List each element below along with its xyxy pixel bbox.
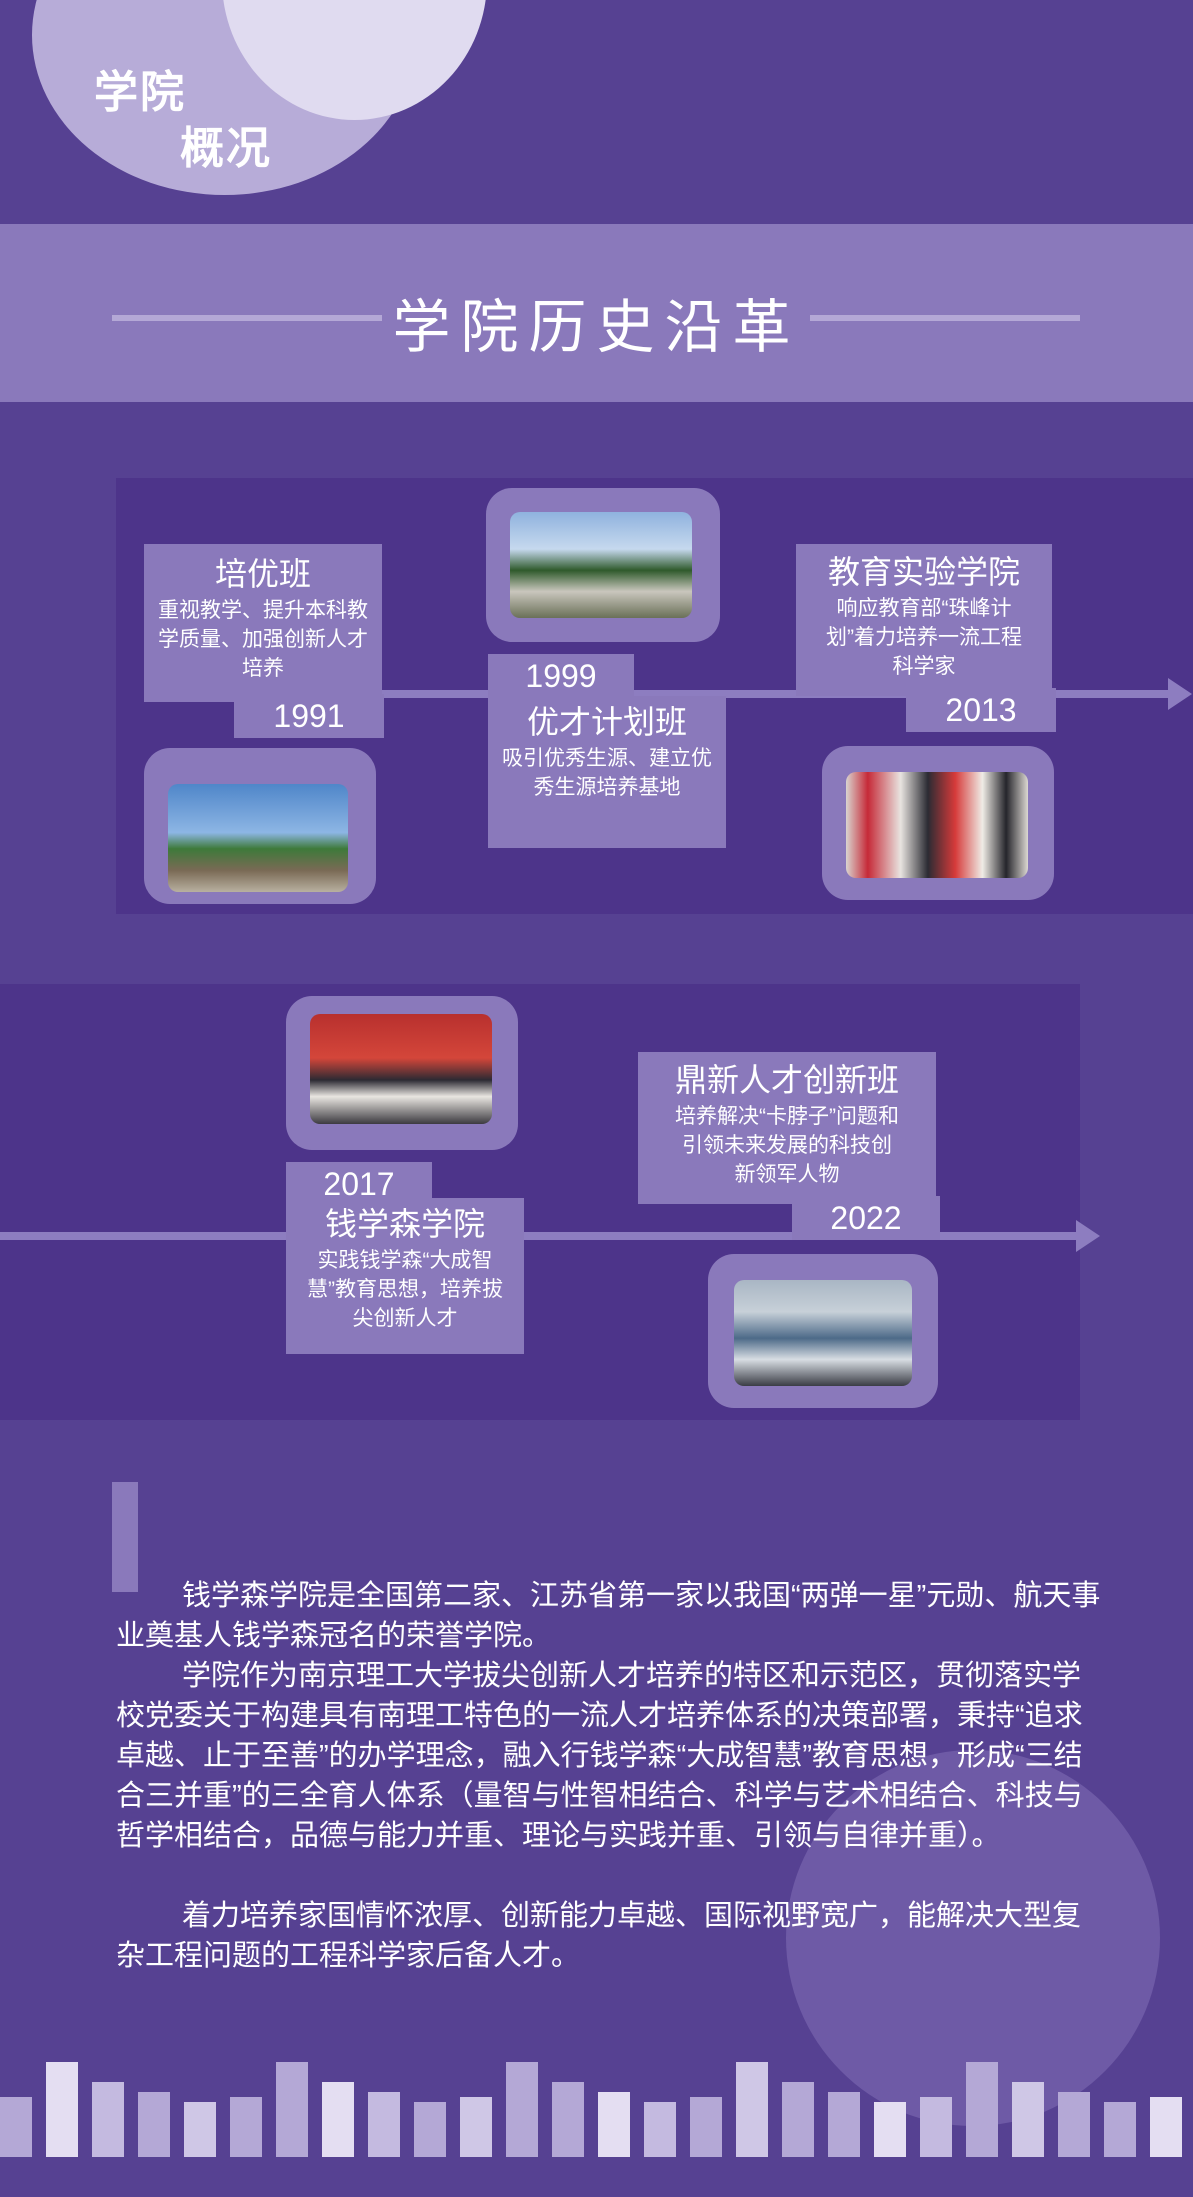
milestone-title: 培优班: [214, 556, 311, 592]
decor-bar: [920, 2097, 952, 2157]
timeline-arrow-head-2: [1076, 1220, 1100, 1252]
milestone-year-1999: 1999: [488, 654, 634, 698]
intro-accent-bar: [112, 1482, 138, 1592]
decor-bar: [828, 2092, 860, 2157]
decor-bar: [782, 2082, 814, 2157]
decor-bar: [92, 2082, 124, 2157]
milestone-title: 钱学森学院: [324, 1206, 485, 1242]
decor-bar: [874, 2102, 906, 2157]
section-band: [0, 224, 1193, 402]
decor-bar: [1058, 2092, 1090, 2157]
intro-paragraph-2: 学院作为南京理工大学拔尖创新人才培养的特区和示范区，贯彻落实学校党委关于构建具有…: [116, 1660, 1083, 1852]
milestone-2022-box: 鼎新人才创新班 培养解决“卡脖子”问题和引领未来发展的科技创新领军人物: [638, 1052, 936, 1204]
naming-ceremony-photo-icon: [310, 1014, 492, 1124]
timeline-arrow-line-2: [0, 1232, 1076, 1240]
milestone-year-1991: 1991: [234, 694, 384, 738]
milestone-1991-box: 培优班 重视教学、提升本科教学质量、加强创新人才培养: [144, 544, 382, 702]
timeline-arrow-line-1: [368, 690, 1168, 698]
decor-bar: [322, 2082, 354, 2157]
milestone-title: 教育实验学院: [827, 554, 1020, 590]
band-line-left: [112, 315, 382, 321]
intro-paragraph-3: 着力培养家国情怀浓厚、创新能力卓越、国际视野宽广，能解决大型复杂工程问题的工程科…: [116, 1900, 1082, 1972]
milestone-desc: 实践钱学森“大成智慧”教育思想，培养拔尖创新人才: [307, 1249, 503, 1330]
decor-bar: [644, 2102, 676, 2157]
milestone-2013-box: 教育实验学院 响应教育部“珠峰计划”着力培养一流工程科学家: [796, 544, 1052, 696]
decor-bar: [690, 2097, 722, 2157]
decor-bar: [414, 2102, 446, 2157]
decor-bar: [1150, 2097, 1182, 2157]
decor-bar: [276, 2062, 308, 2157]
milestone-desc: 响应教育部“珠峰计划”着力培养一流工程科学家: [826, 597, 1022, 678]
decor-bar: [736, 2062, 768, 2157]
group-photo-icon: [734, 1280, 912, 1386]
decor-bar: [1104, 2102, 1136, 2157]
header-title-line2: 概况: [180, 124, 272, 173]
campus-gate-photo-icon: [168, 784, 348, 892]
band-line-right: [810, 315, 1080, 321]
decor-bar: [184, 2102, 216, 2157]
milestone-desc: 重视教学、提升本科教学质量、加强创新人才培养: [158, 599, 368, 680]
decor-bar: [506, 2062, 538, 2157]
section-title: 学院历史沿革: [392, 295, 801, 360]
milestone-2017-box: 钱学森学院 实践钱学森“大成智慧”教育思想，培养拔尖创新人才: [286, 1198, 524, 1354]
campus-square-photo-icon: [510, 512, 692, 618]
milestone-year-2013: 2013: [906, 688, 1056, 732]
decor-bar: [46, 2062, 78, 2157]
decor-bar: [598, 2092, 630, 2157]
milestone-desc: 培养解决“卡脖子”问题和引领未来发展的科技创新领军人物: [675, 1105, 899, 1186]
decor-bar: [966, 2062, 998, 2157]
decor-bar: [1012, 2082, 1044, 2157]
decor-bar: [0, 2097, 32, 2157]
decor-bar: [552, 2082, 584, 2157]
header-title-line1: 学院: [94, 68, 186, 117]
milestone-desc: 吸引优秀生源、建立优秀生源培养基地: [502, 747, 712, 799]
decor-bar: [138, 2092, 170, 2157]
decor-bar: [368, 2092, 400, 2157]
milestone-title: 优才计划班: [526, 704, 687, 740]
timeline-arrow-head-1: [1168, 678, 1192, 710]
decor-bar: [230, 2097, 262, 2157]
milestone-year-2022: 2022: [792, 1196, 940, 1240]
plaque-unveiling-photo-icon: [846, 772, 1028, 878]
decor-bar: [460, 2097, 492, 2157]
milestone-title: 鼎新人才创新班: [674, 1062, 899, 1098]
milestone-1999-box: 优才计划班 吸引优秀生源、建立优秀生源培养基地: [488, 696, 726, 848]
intro-paragraph-1: 钱学森学院是全国第二家、江苏省第一家以我国“两弹一星”元勋、航天事业奠基人钱学森…: [116, 1580, 1101, 1652]
